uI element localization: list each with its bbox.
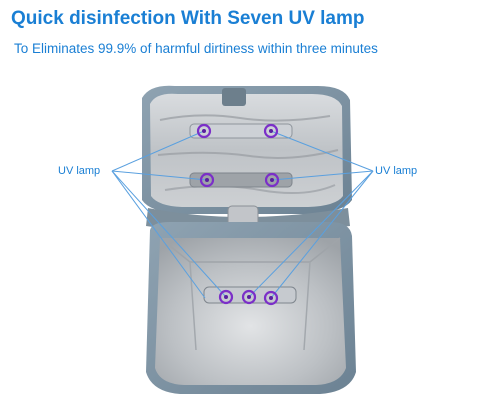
uv-lamp-marker	[264, 172, 280, 188]
uv-lamp-marker	[218, 289, 234, 305]
uv-lamp-label-left: UV lamp	[58, 165, 101, 177]
uv-lamp-marker	[199, 172, 215, 188]
callout-lines	[111, 130, 374, 299]
headline: Quick disinfection With Seven UV lamp	[11, 8, 365, 29]
subheadline: To Eliminates 99.9% of harmful dirtiness…	[14, 41, 378, 56]
uv-lamp-marker	[196, 123, 212, 139]
uv-lamp-marker	[263, 123, 279, 139]
uv-lamp-marker	[241, 289, 257, 305]
uv-lamp-label-right: UV lamp	[375, 165, 418, 177]
bag-base	[146, 222, 356, 394]
uv-lamp-marker	[263, 290, 279, 306]
